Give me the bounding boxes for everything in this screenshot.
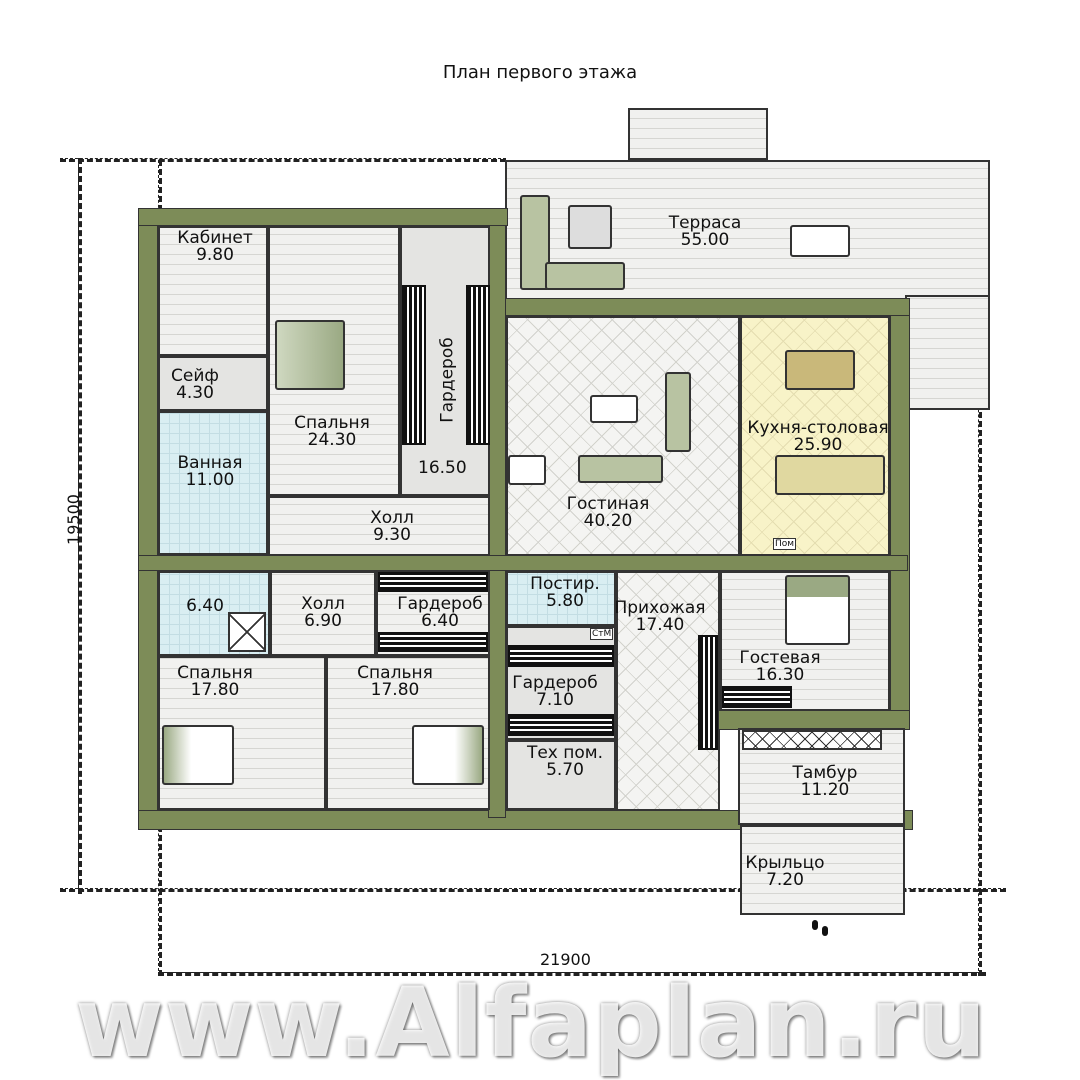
wall: [890, 300, 910, 720]
label-wc: 6.40: [186, 596, 224, 616]
coffee-table-icon: [590, 395, 638, 423]
wardrobe-rail-icon: [698, 635, 718, 750]
wardrobe-rail-icon: [722, 686, 792, 708]
room-living: [506, 316, 740, 556]
shower-icon: [228, 612, 266, 652]
table-icon: [568, 205, 612, 249]
room-terrace-extension: [905, 295, 990, 410]
bed-icon: [785, 575, 850, 645]
bed-icon: [162, 725, 234, 785]
fireplace-icon: [508, 455, 546, 485]
wall: [138, 208, 508, 226]
bed-icon: [412, 725, 484, 785]
room-hall-2: [270, 571, 376, 656]
label-pantry: Пом: [773, 538, 797, 550]
room-bathroom: [158, 411, 268, 555]
sofa-icon: [545, 262, 625, 290]
cabinet-icon: [742, 730, 882, 750]
label-washer: СтМ: [590, 628, 614, 640]
width-dimension: 21900: [540, 950, 591, 969]
dining-table-icon: [790, 225, 850, 257]
plan-title: План первого этажа: [442, 62, 638, 83]
dining-table-icon: [785, 350, 855, 390]
wall: [138, 208, 158, 830]
room-porch: [740, 825, 905, 915]
sofa-icon: [578, 455, 663, 483]
dimension-guide: [60, 888, 1006, 892]
wardrobe-rail-icon: [466, 285, 490, 445]
wall: [505, 298, 910, 316]
room-terrace: [505, 160, 990, 300]
watermark: www.Alfaplan.ru: [75, 967, 988, 1079]
label-main-wardrobe-area: 16.50: [418, 458, 467, 478]
wardrobe-rail-icon: [508, 645, 614, 667]
footsteps-icon: [822, 926, 828, 936]
footsteps-icon: [812, 920, 818, 930]
height-dimension: 19500: [63, 494, 83, 545]
label-tech: Тех пом.5.70: [526, 743, 604, 780]
sofa-icon: [665, 372, 691, 452]
room-tech: [506, 740, 616, 810]
label-main-wardrobe-name: Гардероб: [437, 337, 458, 423]
wall: [138, 555, 908, 571]
wardrobe-rail-icon: [378, 632, 488, 652]
kitchen-island-icon: [775, 455, 885, 495]
wall: [488, 208, 506, 818]
wall: [138, 810, 913, 830]
dimension-guide: [60, 158, 506, 162]
room-safe: [158, 356, 268, 411]
wardrobe-rail-icon: [378, 572, 488, 592]
wardrobe-rail-icon: [508, 714, 614, 736]
terrace-steps: [628, 108, 768, 160]
wall: [718, 710, 910, 730]
room-office: [158, 226, 268, 356]
room-laundry: [506, 571, 616, 626]
room-hall-1: [268, 496, 490, 556]
bed-icon: [275, 320, 345, 390]
label-laundry: Постир.5.80: [530, 574, 600, 611]
wardrobe-rail-icon: [402, 285, 426, 445]
